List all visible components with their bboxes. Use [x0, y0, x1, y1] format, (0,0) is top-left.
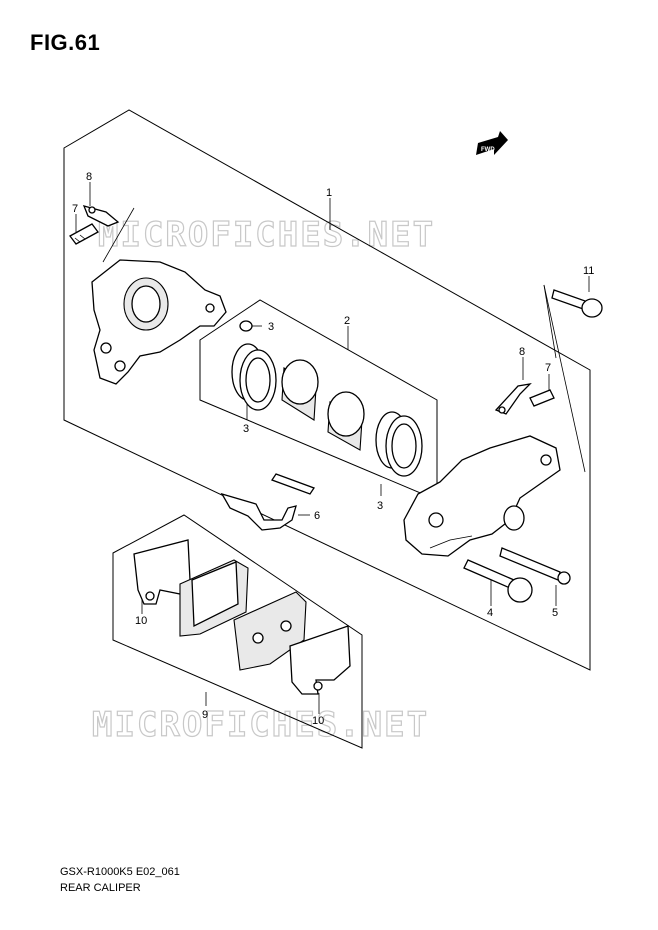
pad-set-outline	[112, 514, 363, 749]
watermark-top: MICROFICHES.NET	[98, 215, 435, 255]
piston-seals-left	[231, 343, 277, 411]
callout-10-right: 10	[312, 715, 324, 727]
callout-labels: 1 2 3 3 3 4 5 6 7 7 8 8 9 10 10 11	[72, 171, 594, 727]
figure-name: REAR CALIPER	[60, 882, 141, 894]
callout-4: 4	[487, 607, 493, 619]
callout-7-left: 7	[72, 203, 78, 215]
piston-left	[281, 359, 319, 421]
piston-kit-outline	[199, 299, 438, 501]
callout-3-top: 3	[268, 321, 274, 333]
caliper-body	[403, 435, 561, 557]
callout-7-right: 7	[545, 362, 551, 374]
caliper-pin	[499, 547, 571, 585]
figure-title: FIG.61	[30, 30, 101, 55]
callout-11: 11	[583, 265, 594, 277]
watermark-bottom: MICROFICHES.NET	[92, 705, 429, 745]
piston-seals-right	[375, 411, 423, 477]
callout-2: 2	[344, 315, 350, 327]
pad-shim-outer	[133, 539, 191, 605]
callout-10-left: 10	[135, 615, 147, 627]
bleeder-screw-left	[69, 223, 99, 245]
callout-5: 5	[552, 607, 558, 619]
callout-1: 1	[326, 187, 332, 199]
callout-6: 6	[314, 510, 320, 522]
model-code: GSX-R1000K5 E02_061	[60, 866, 180, 878]
callout-9: 9	[202, 709, 208, 721]
piston-right	[327, 391, 365, 451]
caliper-assembly-outline	[63, 109, 591, 671]
svg-text:FWD: FWD	[481, 147, 495, 153]
brake-pad-inner	[233, 591, 307, 671]
pad-spring	[220, 473, 315, 531]
callout-8-left: 8	[86, 171, 92, 183]
bleeder-cap-left	[82, 205, 120, 227]
leader-lines	[75, 182, 590, 714]
pad-shim-inner	[289, 625, 351, 695]
dust-seal-small	[239, 320, 253, 332]
brake-pad-outer	[179, 559, 249, 637]
callout-3-mid: 3	[243, 423, 249, 435]
caliper-pin-bolt	[463, 559, 533, 603]
mounting-bolt	[551, 289, 603, 318]
callout-3-right: 3	[377, 500, 383, 512]
forward-direction-badge: FWD	[476, 131, 508, 155]
caliper-bracket	[91, 259, 227, 385]
bleeder-cap-right	[494, 383, 532, 415]
bleeder-screw-right	[529, 389, 555, 407]
callout-8-right: 8	[519, 346, 525, 358]
